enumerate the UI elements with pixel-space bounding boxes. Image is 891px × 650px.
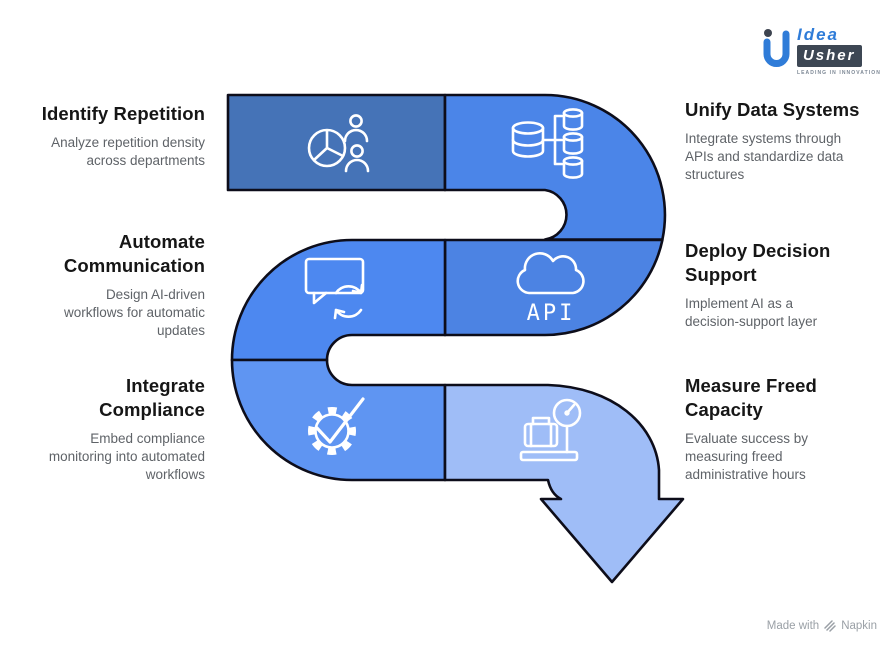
gear-check-icon <box>308 397 365 455</box>
logo-text-idea: Idea <box>796 25 839 44</box>
step-1-text-block: Identify Repetition Analyze repetition d… <box>20 102 205 170</box>
step-6-text-block: Measure Freed Capacity Evaluate success … <box>685 374 850 484</box>
step-3-title: Automate Communication <box>63 231 205 277</box>
flow-segment-4 <box>443 238 664 337</box>
luggage-scale-icon <box>519 398 582 462</box>
api-label: API <box>527 301 576 326</box>
step-1-title: Identify Repetition <box>41 103 205 124</box>
flow-segment-2 <box>443 93 667 241</box>
made-with-label: Made with <box>766 620 820 632</box>
flow-segment-5 <box>230 358 447 482</box>
database-network-icon <box>511 108 584 179</box>
step-3-description: Design AI-driven workflows for automatic… <box>63 287 205 338</box>
chat-sync-icon <box>304 257 365 320</box>
step-4-title: Deploy Decision Support <box>685 240 831 286</box>
step-3-text-block: Automate Communication Design AI-driven … <box>45 230 205 340</box>
step-6-description: Evaluate success by measuring freed admi… <box>685 431 809 482</box>
flow-segment-3 <box>230 238 447 362</box>
step-4-text-block: Deploy Decision Support Implement AI as … <box>685 239 845 331</box>
made-with-napkin: Made with Napkin <box>767 620 877 632</box>
napkin-brand-label: Napkin <box>841 620 877 632</box>
idea-usher-logo-icon <box>763 29 790 67</box>
flow-segment-1 <box>226 93 447 192</box>
step-5-text-block: Integrate Compliance Embed compliance mo… <box>45 374 205 484</box>
napkin-icon <box>824 620 836 632</box>
step-2-title: Unify Data Systems <box>685 99 860 120</box>
step-5-title: Integrate Compliance <box>99 375 205 421</box>
flow-segment-6-arrow <box>443 383 685 584</box>
step-2-description: Integrate systems through APIs and stand… <box>685 131 844 182</box>
step-6-title: Measure Freed Capacity <box>685 375 817 421</box>
logo-text-usher: Usher <box>796 45 862 67</box>
step-4-description: Implement AI as a decision-support layer <box>685 296 818 329</box>
logo-tagline: LEADING IN INNOVATION <box>796 70 881 76</box>
pie-chart-people-icon <box>307 114 370 173</box>
idea-usher-logo: Idea Usher LEADING IN INNOVATION <box>759 26 881 76</box>
step-5-description: Embed compliance monitoring into automat… <box>48 431 205 482</box>
cloud-api-icon: API <box>516 252 585 326</box>
step-1-description: Analyze repetition density across depart… <box>51 135 205 168</box>
step-2-text-block: Unify Data Systems Integrate systems thr… <box>685 98 881 183</box>
